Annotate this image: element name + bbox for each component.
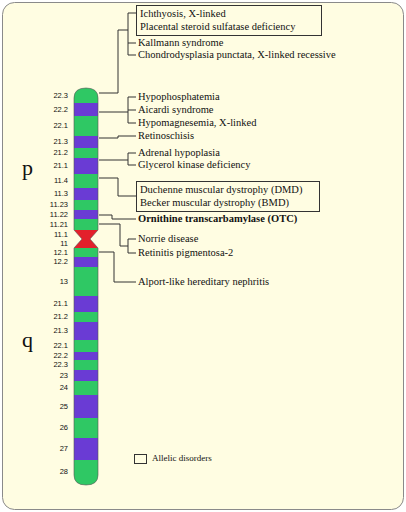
allelic-disorder-box: Duchenne muscular dystrophy (DMD)Becker … <box>136 181 320 212</box>
band-blue <box>70 103 102 116</box>
band-number: 12.1 <box>38 248 68 258</box>
leader-lines <box>99 13 136 282</box>
band-number: 11.21 <box>38 220 68 230</box>
band-green <box>70 219 102 230</box>
band-number: 24 <box>38 383 68 393</box>
band-blue <box>70 188 102 200</box>
band-green <box>70 312 102 322</box>
legend-text: Allelic disorders <box>152 453 212 464</box>
chromosome-bands <box>70 86 102 487</box>
band-blue <box>70 136 102 148</box>
disease-name: Becker muscular dystrophy (BMD) <box>140 196 316 209</box>
band-blue <box>70 395 102 418</box>
band-number: 21.2 <box>38 312 68 322</box>
band-green <box>70 360 102 370</box>
band-number: 11.1 <box>38 230 68 240</box>
disease-label: Norrie disease <box>138 233 198 245</box>
band-green <box>70 86 102 103</box>
band-number: 21.1 <box>38 299 68 309</box>
band-number: 22.1 <box>38 121 68 131</box>
band-blue <box>70 322 102 340</box>
band-number: 21.3 <box>38 137 68 147</box>
leader-line <box>99 112 128 113</box>
band-green <box>70 340 102 352</box>
leader-line <box>99 136 136 138</box>
band-number: 23 <box>38 371 68 381</box>
band-number: 28 <box>38 467 68 477</box>
band-blue <box>70 257 102 267</box>
band-blue <box>70 158 102 174</box>
disease-label: Alport-like hereditary nephritis <box>138 276 269 288</box>
band-number: 12.2 <box>38 257 68 267</box>
band-number: 11.22 <box>38 210 68 220</box>
band-number: 11.4 <box>38 176 68 186</box>
disease-label: Retinoschisis <box>138 130 194 142</box>
band-blue <box>70 370 102 381</box>
band-blue <box>70 352 102 360</box>
arm-letter: p <box>22 156 33 180</box>
band-blue <box>70 210 102 219</box>
leader-line <box>99 30 128 93</box>
leader-line <box>99 178 136 196</box>
band-number: 22.3 <box>38 91 68 101</box>
disease-name: Placental steroid sulfatase deficiency <box>140 20 318 33</box>
legend-swatch <box>134 454 147 464</box>
band-number: 21.2 <box>38 148 68 158</box>
bracket-line <box>128 13 129 55</box>
band-number: 26 <box>38 423 68 433</box>
legend-entry: Allelic disorders <box>134 453 212 464</box>
band-green <box>70 418 102 438</box>
disease-name: Ichthyosis, X-linked <box>140 7 318 20</box>
bracket-line <box>99 153 136 165</box>
band-number: 22.2 <box>38 351 68 361</box>
leader-line <box>99 252 136 282</box>
band-green <box>70 116 102 136</box>
background-panel <box>3 3 404 510</box>
band-number: 11.3 <box>38 189 68 199</box>
bracket-tick <box>128 13 136 55</box>
band-number: 22.1 <box>38 341 68 351</box>
band-number: 21.1 <box>38 161 68 171</box>
band-green <box>70 200 102 210</box>
disease-label: Ornithine transcarbamylase (OTC) <box>138 213 297 225</box>
disease-label: Hypophosphatemia <box>138 91 220 103</box>
band-green <box>70 460 102 487</box>
band-number: 22.3 <box>38 360 68 370</box>
chromosome-outline <box>74 88 98 485</box>
band-green <box>70 267 102 296</box>
disease-label: Glycerol kinase deficiency <box>138 159 251 171</box>
bracket-line <box>128 97 136 123</box>
band-green <box>70 148 102 158</box>
bracket-line <box>99 224 136 253</box>
disease-label: Retinitis pigmentosa-2 <box>138 247 233 259</box>
allelic-disorder-box: Ichthyosis, X-linkedPlacental steroid su… <box>136 5 322 36</box>
disease-label: Aicardi syndrome <box>138 104 214 116</box>
disease-label: Hypomagnesemia, X-linked <box>138 117 256 129</box>
band-number: 11 <box>38 239 68 249</box>
disease-label: Kallmann syndrome <box>138 37 223 49</box>
band-number: 21.3 <box>38 326 68 336</box>
band-green <box>70 174 102 188</box>
band-number: 27 <box>38 444 68 454</box>
disease-label: Adrenal hypoplasia <box>138 147 220 159</box>
band-blue <box>70 438 102 460</box>
band-number: 11.23 <box>38 200 68 210</box>
arm-letter: q <box>22 328 33 352</box>
band-blue <box>70 296 102 312</box>
band-green <box>70 248 102 257</box>
leader-line <box>99 215 136 219</box>
band-number: 13 <box>38 277 68 287</box>
band-number: 25 <box>38 402 68 412</box>
band-green <box>70 381 102 395</box>
band-number: 22.2 <box>38 105 68 115</box>
disease-label: Chondrodysplasia punctata, X-linked rece… <box>138 49 336 61</box>
centromere <box>70 230 102 248</box>
disease-name: Duchenne muscular dystrophy (DMD) <box>140 183 316 196</box>
